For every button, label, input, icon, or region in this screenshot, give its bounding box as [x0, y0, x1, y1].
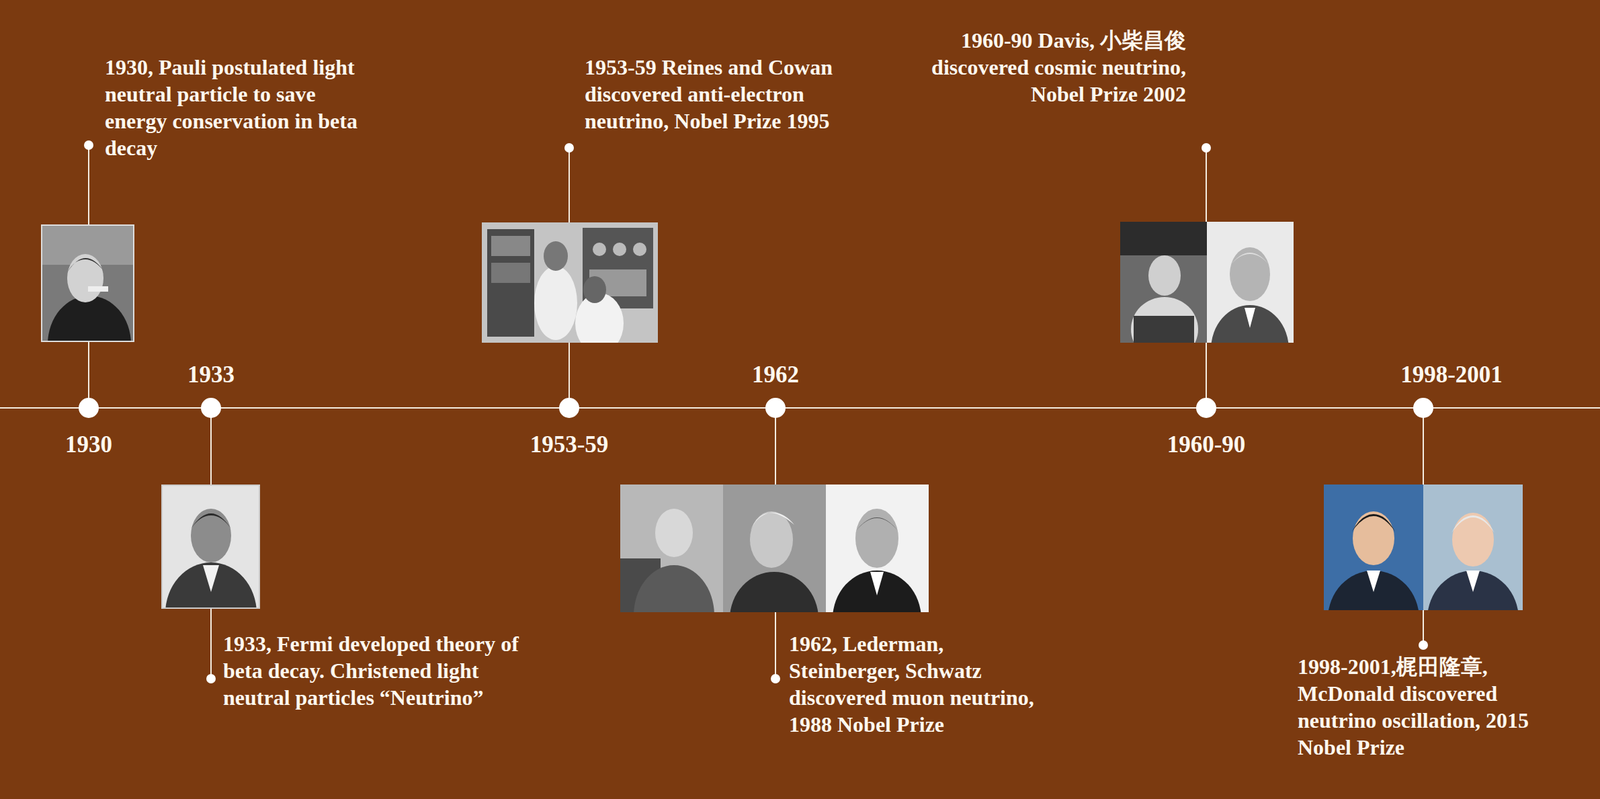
portrait-photo	[620, 484, 724, 666]
year-label: 1933	[187, 360, 235, 390]
event-description: 1933, Fermi developed theory of beta dec…	[223, 630, 519, 711]
portrait-photo	[1323, 484, 1424, 668]
event-description: 1960-90 Davis, 小柴昌俊 discovered cosmic ne…	[930, 26, 1187, 108]
event-description: 1962, Lederman, Steinberger, Schwatz dis…	[788, 630, 1045, 738]
leader-lines	[88, 145, 1424, 679]
year-label: 1962	[751, 360, 799, 390]
timeline-axis	[0, 407, 1600, 409]
portrait-photo	[1120, 221, 1207, 362]
portrait-photo	[1206, 221, 1294, 394]
event-description: 1998-2001,梶田隆章, McDonald discovered neut…	[1297, 653, 1574, 761]
portrait-photo	[1423, 484, 1523, 668]
year-label: 1960-90	[1167, 430, 1246, 459]
portrait-photo	[40, 224, 135, 393]
lab-photo	[481, 222, 658, 354]
year-label: 1998-2001	[1400, 360, 1503, 390]
event-description: 1930, Pauli postulated light neutral par…	[104, 53, 374, 162]
timeline-dots	[78, 140, 1434, 684]
event-description: 1953-59 Reines and Cowan discovered anti…	[584, 53, 834, 135]
year-label: 1953-59	[530, 430, 609, 459]
year-label: 1930	[65, 430, 113, 459]
